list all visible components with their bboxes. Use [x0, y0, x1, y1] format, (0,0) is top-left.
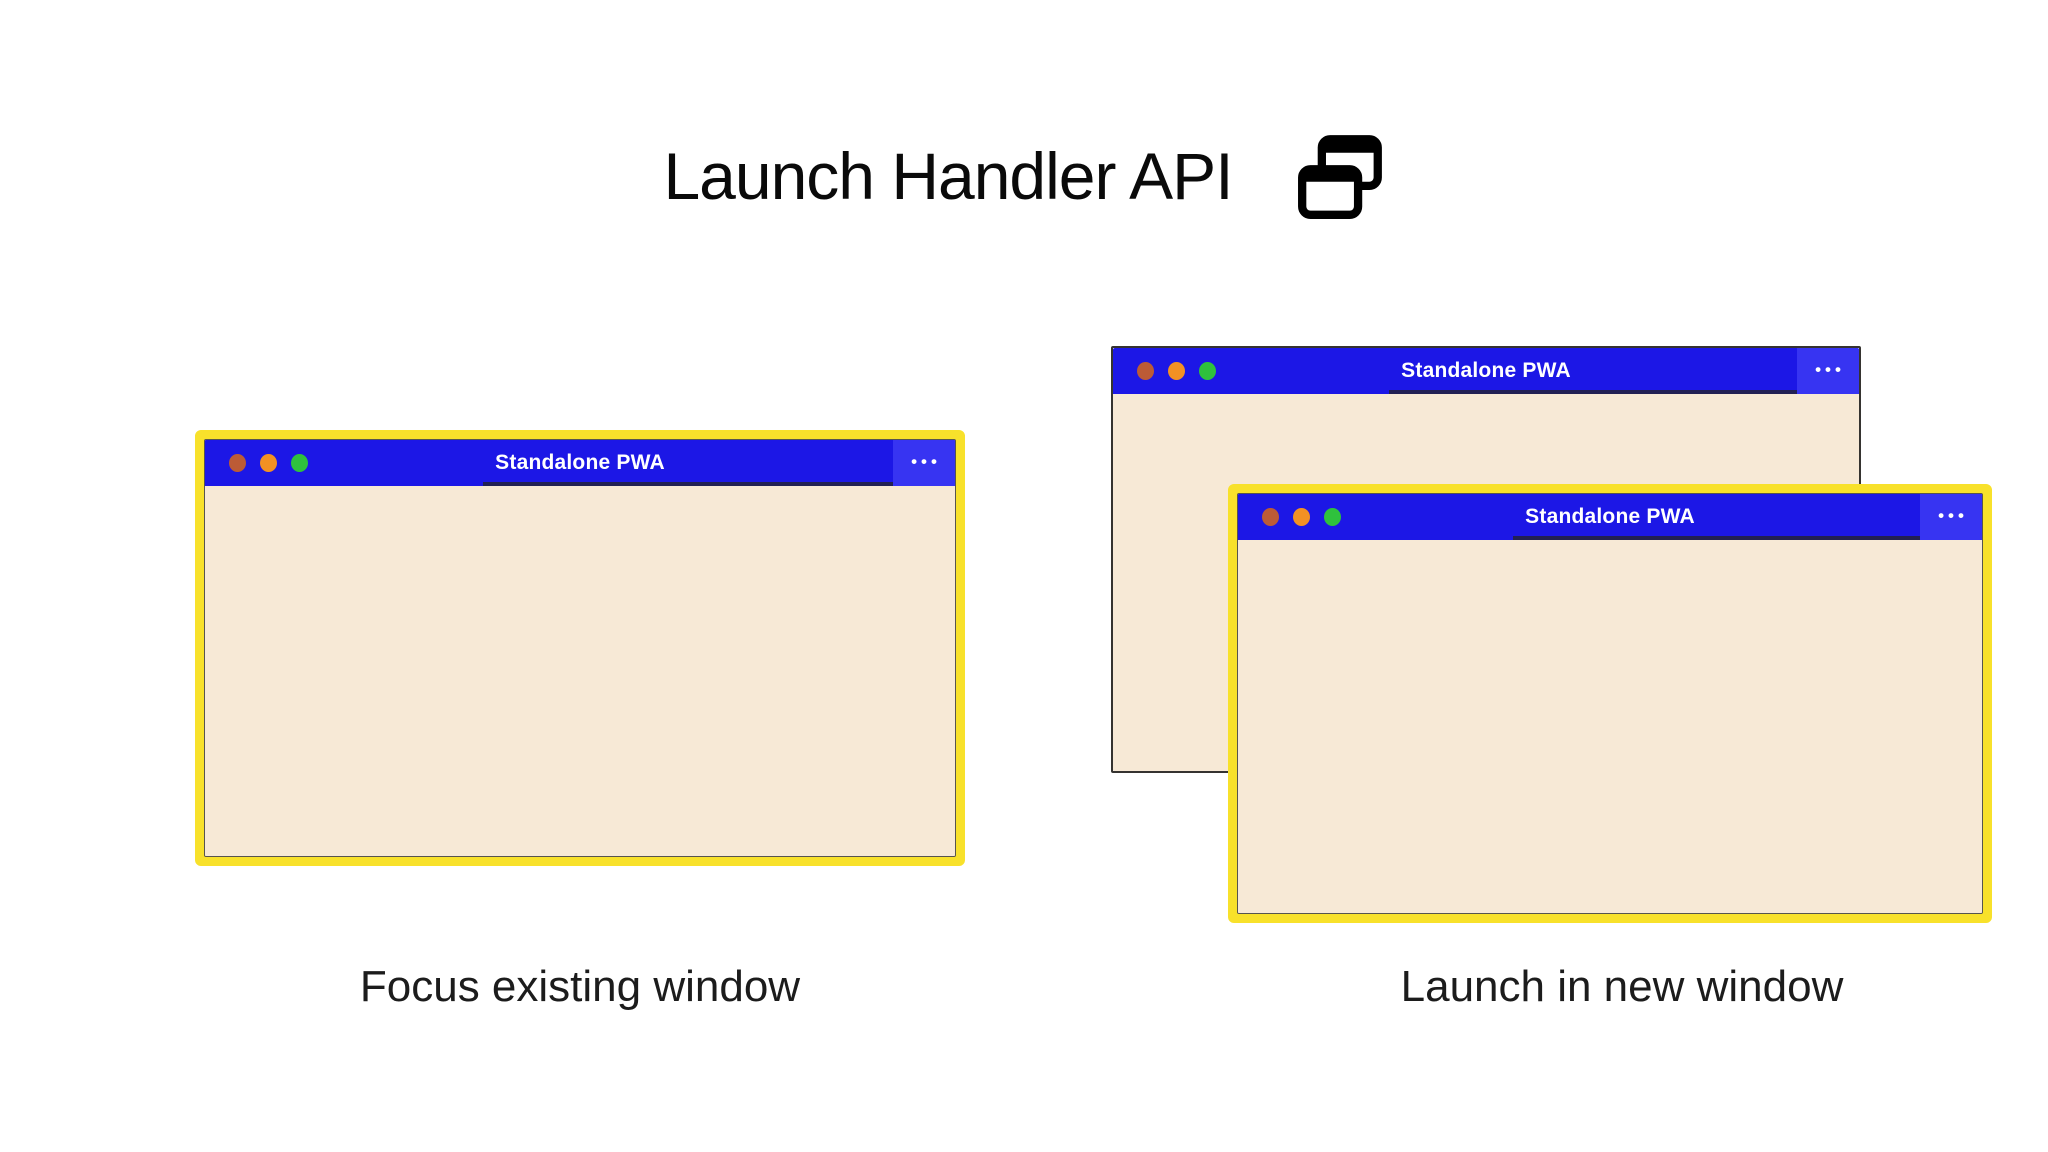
close-button[interactable]	[229, 454, 246, 472]
caption-focus-existing: Focus existing window	[359, 962, 801, 1011]
close-button[interactable]	[1262, 508, 1279, 526]
focused-pwa-window-frame: Standalone PWA •••	[204, 439, 956, 857]
titlebar[interactable]: Standalone PWA •••	[205, 440, 955, 486]
minimize-button[interactable]	[260, 454, 277, 472]
zoom-button[interactable]	[291, 454, 308, 472]
overlapping-windows-icon	[1297, 135, 1382, 219]
new-pwa-window-frame: Standalone PWA •••	[1237, 493, 1983, 914]
window-title: Standalone PWA	[495, 451, 665, 474]
titlebar[interactable]: Standalone PWA •••	[1238, 494, 1982, 540]
window-menu-button[interactable]: •••	[1920, 494, 1982, 540]
window-controls	[1137, 348, 1216, 394]
focused-pwa-window: Standalone PWA •••	[195, 430, 965, 866]
new-pwa-window: Standalone PWA •••	[1228, 484, 1992, 923]
window-controls	[1262, 494, 1341, 540]
zoom-button[interactable]	[1324, 508, 1341, 526]
window-title: Standalone PWA	[1525, 505, 1695, 528]
ellipsis-icon: •••	[1815, 359, 1845, 379]
header: Launch Handler API	[0, 128, 2048, 224]
window-content	[1238, 540, 1982, 913]
close-button[interactable]	[1137, 362, 1154, 380]
window-menu-button[interactable]: •••	[893, 440, 955, 486]
window-content	[205, 486, 955, 856]
minimize-button[interactable]	[1293, 508, 1310, 526]
ellipsis-icon: •••	[911, 451, 941, 471]
window-menu-button[interactable]: •••	[1797, 348, 1859, 394]
caption-launch-new: Launch in new window	[1400, 962, 1844, 1011]
window-title: Standalone PWA	[1401, 359, 1571, 382]
zoom-button[interactable]	[1199, 362, 1216, 380]
titlebar[interactable]: Standalone PWA •••	[1113, 348, 1859, 394]
page-title: Launch Handler API	[663, 139, 1233, 213]
window-controls	[229, 440, 308, 486]
ellipsis-icon: •••	[1938, 505, 1968, 525]
minimize-button[interactable]	[1168, 362, 1185, 380]
